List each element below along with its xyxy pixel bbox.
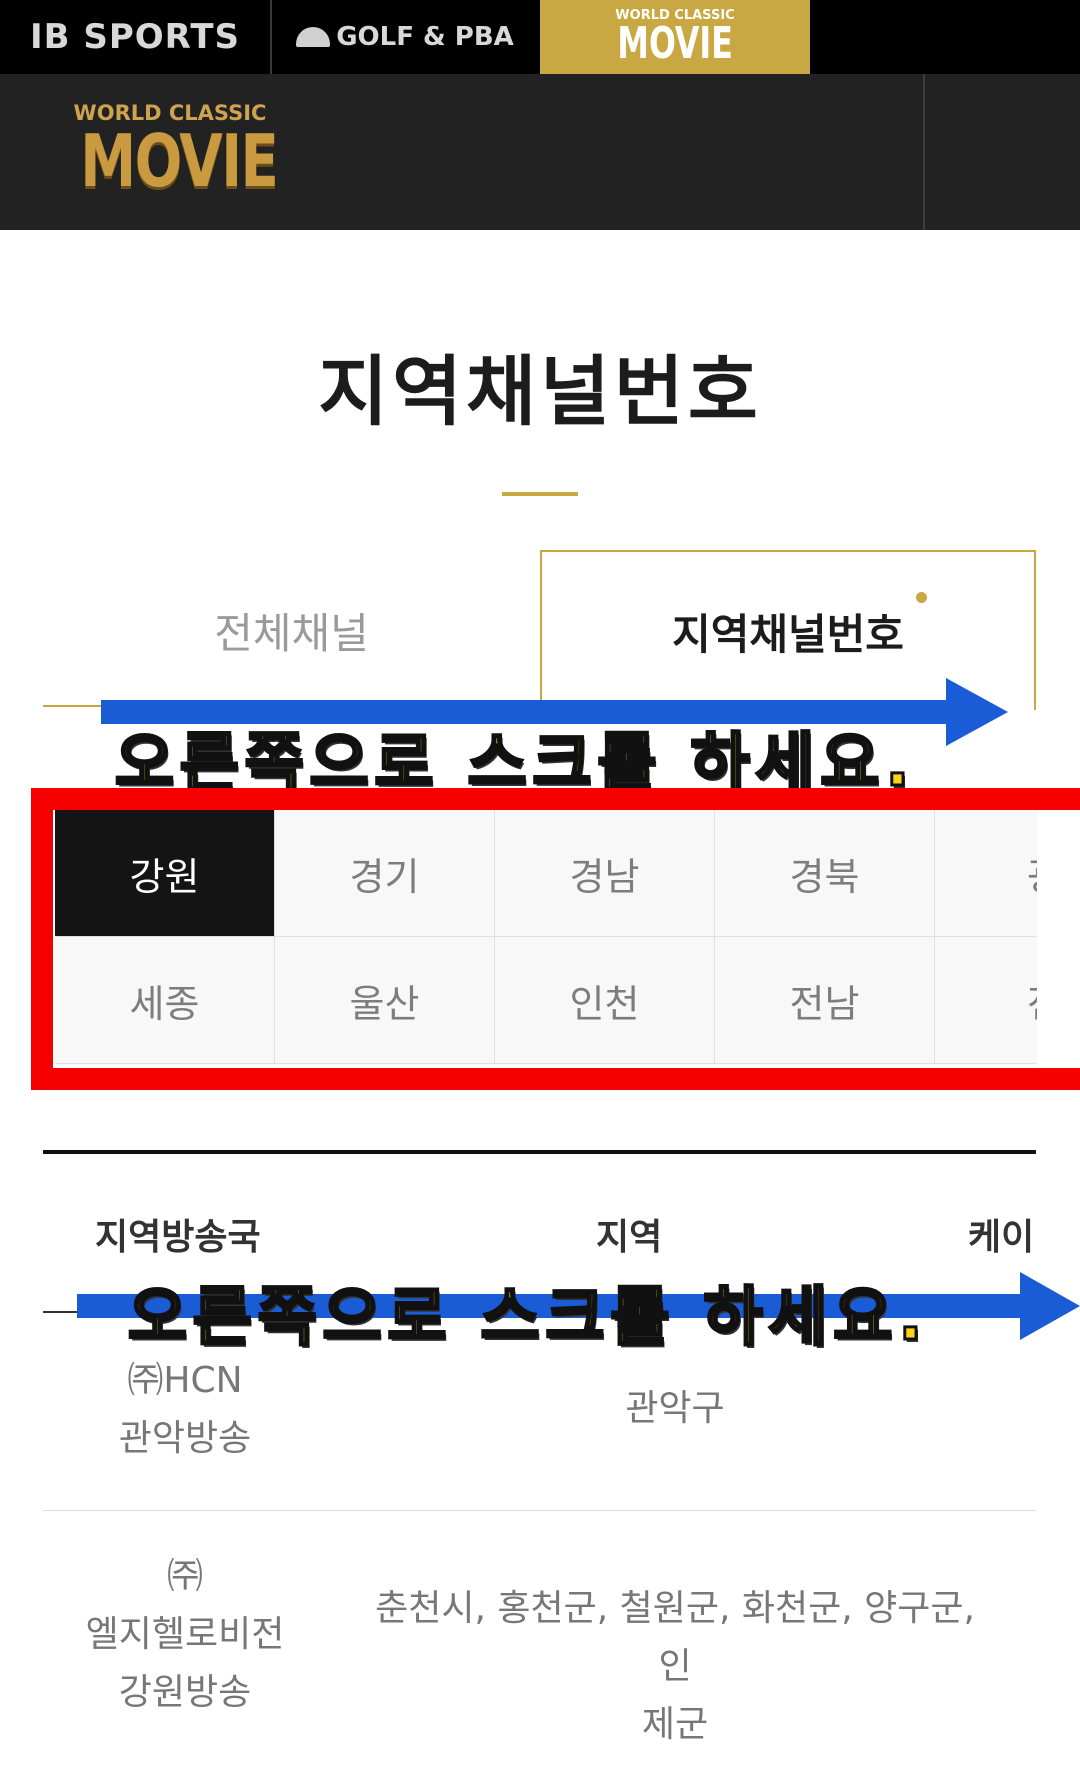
brand-tab-bar: IB SPORTS GOLF & PBA WORLD CLASSIC MOVIE xyxy=(0,0,1080,74)
logo-top-text: WORLD CLASSIC xyxy=(73,101,267,125)
region-button-jeon[interactable]: 전 xyxy=(935,937,1037,1064)
scroll-arrow-shaft-2 xyxy=(77,1294,1027,1318)
station-name-line: ㈜ xyxy=(166,1556,203,1597)
region-button-ulsan[interactable]: 울산 xyxy=(275,937,495,1064)
region-button-gyeongnam[interactable]: 경남 xyxy=(495,810,715,937)
region-button-gyeongbuk[interactable]: 경북 xyxy=(715,810,935,937)
region-grid: 강원 경기 경남 경북 광 세종 울산 인천 전남 전 xyxy=(55,810,1037,1065)
table-row-1-area: 관악구 xyxy=(375,1380,975,1438)
area-line: 관악구 xyxy=(625,1388,725,1429)
region-button-sejong[interactable]: 세종 xyxy=(55,937,275,1064)
scroll-arrow-head-2 xyxy=(1020,1272,1080,1340)
station-name-line: 엘지헬로비전 xyxy=(85,1614,285,1655)
active-tab-dot xyxy=(916,592,927,603)
brand-tab-ib-sports-label: IB SPORTS xyxy=(29,17,241,57)
region-button-jeonnam[interactable]: 전남 xyxy=(715,937,935,1064)
region-button-gangwon[interactable]: 강원 xyxy=(55,810,275,937)
station-name-line: 강원방송 xyxy=(118,1672,252,1713)
scroll-hint-text-2: 오른쪽으로 스크롤 하세요. xyxy=(127,1280,929,1357)
station-name-line: 관악방송 xyxy=(118,1418,252,1459)
scroll-arrow-shaft-1 xyxy=(101,700,951,724)
tab-all-channels[interactable]: 전체채널 xyxy=(43,555,540,707)
highlight-box xyxy=(31,788,1080,1090)
column-header-station: 지역방송국 xyxy=(95,1217,261,1258)
station-name-line: ㈜HCN xyxy=(127,1360,243,1401)
table-row-2-station: ㈜ 엘지헬로비전 강원방송 xyxy=(70,1548,300,1722)
brand-tab-golf-pba[interactable]: GOLF & PBA xyxy=(270,0,542,74)
table-row-divider xyxy=(43,1510,1036,1511)
region-button-incheon[interactable]: 인천 xyxy=(495,937,715,1064)
area-line: 제군 xyxy=(641,1704,709,1745)
site-header: WORLD CLASSIC MOVIE xyxy=(0,74,1080,230)
region-button-gyeonggi[interactable]: 경기 xyxy=(275,810,495,937)
brand-tab-golf-pba-label: GOLF & PBA xyxy=(336,22,514,52)
column-header-area: 지역 xyxy=(596,1217,663,1258)
region-button-gwang[interactable]: 광 xyxy=(935,810,1037,937)
table-row-2-area: 춘천시, 홍천군, 철원군, 화천군, 양구군, 인 제군 xyxy=(355,1580,995,1754)
area-line: 춘천시, 홍천군, 철원군, 화천군, 양구군, 인 xyxy=(375,1588,975,1687)
brand-tab-movie-label: MOVIE xyxy=(617,17,733,69)
tab-regional-channels[interactable]: 지역채널번호 xyxy=(540,550,1036,710)
peacock-logo-icon xyxy=(296,27,331,47)
logo-main-text: MOVIE xyxy=(80,119,279,203)
page-title: 지역채널번호 xyxy=(318,347,762,436)
brand-tab-movie-sublabel: WORLD CLASSIC xyxy=(615,7,735,23)
column-header-cable: 케이 xyxy=(968,1217,1035,1258)
tab-regional-channels-label: 지역채널번호 xyxy=(672,609,904,659)
scroll-arrow-head-1 xyxy=(946,678,1008,746)
world-classic-movie-logo[interactable]: WORLD CLASSIC MOVIE xyxy=(55,101,285,211)
brand-tab-world-classic-movie[interactable]: WORLD CLASSIC MOVIE xyxy=(540,0,810,74)
table-top-border xyxy=(43,1150,1036,1154)
header-divider xyxy=(923,74,925,230)
brand-tab-ib-sports[interactable]: IB SPORTS xyxy=(0,0,272,74)
title-underline xyxy=(502,492,578,496)
tab-all-channels-label: 전체채널 xyxy=(214,608,369,658)
table-row-1-station: ㈜HCN 관악방송 xyxy=(85,1352,285,1468)
